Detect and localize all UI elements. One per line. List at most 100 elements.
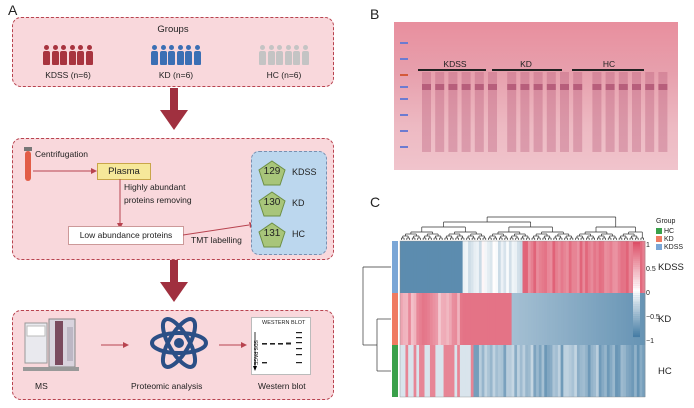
heatmap-cell bbox=[628, 241, 632, 293]
heatmap-cell bbox=[639, 345, 643, 397]
heatmap-cell bbox=[514, 241, 518, 293]
heatmap-cell bbox=[576, 241, 581, 293]
heatmap-cell bbox=[560, 345, 564, 397]
scale-swatch bbox=[633, 321, 640, 324]
heatmap-cell bbox=[503, 293, 507, 345]
scale-swatch bbox=[633, 312, 640, 315]
panel-a-label: A bbox=[8, 2, 18, 18]
legend-swatch bbox=[656, 244, 662, 251]
heatmap-cell bbox=[566, 293, 570, 345]
blot-lane bbox=[461, 72, 471, 152]
heatmap-cell bbox=[402, 241, 406, 293]
scale-swatch bbox=[633, 257, 640, 260]
heatmap-cell bbox=[508, 345, 513, 397]
heatmap-cell bbox=[459, 345, 464, 397]
heatmap-cell bbox=[544, 241, 548, 293]
tmt-number: 129 bbox=[263, 166, 281, 177]
heatmap-cell bbox=[623, 241, 627, 293]
heatmap-cell bbox=[549, 241, 553, 293]
blot-kdss-bar bbox=[418, 69, 486, 71]
heatmap-cell bbox=[470, 345, 474, 397]
blot-band bbox=[592, 84, 602, 90]
person-icon bbox=[193, 45, 201, 65]
heatmap-cell bbox=[432, 241, 436, 293]
heatmap-cell bbox=[408, 345, 412, 397]
heatmap-cell bbox=[408, 293, 412, 345]
color-scale bbox=[633, 242, 640, 338]
heatmap-cell bbox=[487, 241, 491, 293]
heatmap-cell bbox=[517, 293, 521, 345]
heatmap-cell bbox=[410, 293, 415, 345]
heatmap-cell bbox=[557, 345, 562, 397]
heatmap-cell bbox=[429, 293, 434, 345]
scale-swatch bbox=[633, 242, 640, 244]
heatmap-cell bbox=[492, 345, 496, 397]
heatmap-cell bbox=[598, 241, 602, 293]
scale-tick: 1 bbox=[646, 242, 650, 249]
heatmap-cell bbox=[576, 293, 581, 345]
blot-band bbox=[448, 84, 458, 90]
scale-tick: −1 bbox=[646, 338, 654, 345]
down-arrow-icon bbox=[160, 88, 188, 130]
heatmap-cell bbox=[628, 345, 632, 397]
scale-swatch bbox=[633, 270, 640, 273]
blot-band bbox=[618, 84, 628, 90]
blot-lane bbox=[448, 72, 458, 152]
heatmap-frame bbox=[399, 240, 646, 398]
heatmap-cell bbox=[500, 345, 504, 397]
heatmap-cell bbox=[530, 241, 534, 293]
heatmap-cell bbox=[419, 345, 423, 397]
blot-lane bbox=[488, 72, 497, 152]
scale-swatch bbox=[633, 276, 640, 279]
heatmap-cell bbox=[451, 293, 455, 345]
scale-swatch bbox=[633, 243, 640, 246]
blot-lane bbox=[658, 72, 668, 152]
person-icon bbox=[60, 45, 67, 65]
scale-swatch bbox=[633, 316, 640, 319]
centrifugation-label: Centrifugation bbox=[35, 149, 88, 159]
low-abundance-box: Low abundance proteins bbox=[68, 226, 184, 245]
heatmap-cell bbox=[620, 345, 624, 397]
scale-swatch bbox=[633, 306, 640, 309]
heatmap-cell bbox=[517, 241, 521, 293]
scale-swatch bbox=[633, 302, 640, 305]
group-hc-label: HC (n=6) bbox=[266, 70, 302, 80]
heatmap-cell bbox=[454, 293, 458, 345]
heatmap-cell bbox=[527, 345, 532, 397]
heatmap-cell bbox=[498, 345, 502, 397]
heatmap-cell bbox=[443, 345, 447, 397]
heatmap-cell bbox=[481, 345, 485, 397]
scale-tick: 0 bbox=[646, 290, 650, 297]
heatmap-cell bbox=[639, 293, 643, 345]
heatmap-cell bbox=[552, 293, 556, 345]
heatmap-cell bbox=[549, 345, 553, 397]
heatmap-cell bbox=[525, 293, 529, 345]
heatmap-cell bbox=[585, 345, 589, 397]
ladder-band bbox=[400, 146, 408, 148]
heatmap-cell bbox=[604, 345, 608, 397]
scale-swatch bbox=[633, 281, 640, 284]
scale-swatch bbox=[633, 259, 640, 262]
groups-box: Groups KDSS (n=6) KD (n=6) HC (n=6) bbox=[12, 17, 334, 87]
blot-lane bbox=[605, 72, 615, 152]
ladder-band bbox=[400, 130, 408, 132]
heatmap-cell bbox=[527, 293, 532, 345]
scale-swatch bbox=[633, 289, 640, 292]
person-icon bbox=[293, 45, 300, 65]
heatmap-cell bbox=[416, 345, 420, 397]
ladder-band bbox=[400, 74, 408, 76]
heatmap-cell bbox=[557, 241, 562, 293]
scale-swatch bbox=[633, 268, 640, 271]
heatmap-cell bbox=[506, 293, 510, 345]
heatmap-cell bbox=[440, 345, 444, 397]
heatmap-cell bbox=[478, 241, 483, 293]
heatmap-cell bbox=[585, 293, 589, 345]
scale-swatch bbox=[633, 318, 640, 320]
heatmap-cell bbox=[541, 241, 545, 293]
down-arrow-icon-2 bbox=[160, 260, 188, 302]
blot-image: KDSS KD HC bbox=[394, 22, 678, 170]
heatmap-cell bbox=[536, 293, 540, 345]
person-icon bbox=[267, 45, 275, 65]
atom-icon bbox=[150, 317, 208, 369]
heatmap-cell bbox=[574, 345, 578, 397]
